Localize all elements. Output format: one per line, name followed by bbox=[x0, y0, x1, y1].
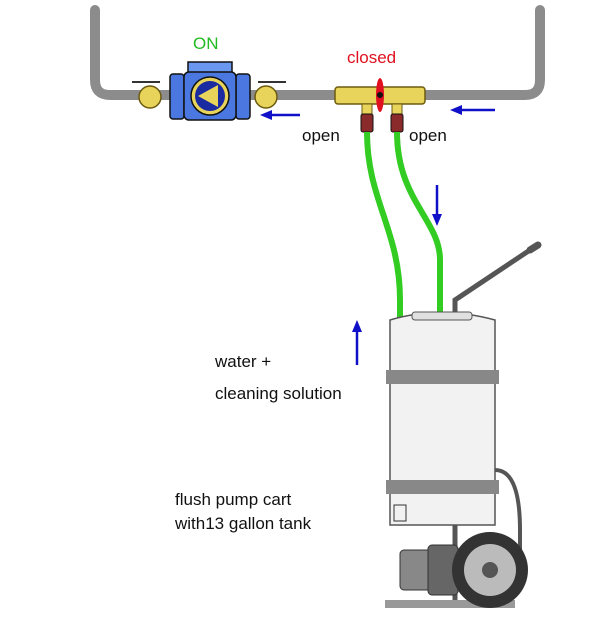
hose-left bbox=[364, 131, 403, 510]
cart-label-line1: flush pump cart bbox=[175, 490, 292, 509]
wheel-icon bbox=[452, 532, 528, 608]
pump-state-label: ON bbox=[193, 34, 219, 53]
motor-icon bbox=[399, 544, 459, 596]
cart-label-line2: with13 gallon tank bbox=[175, 514, 312, 533]
pump-icon bbox=[132, 61, 286, 121]
left-port-label: open bbox=[302, 126, 340, 145]
tank-cart-icon bbox=[385, 241, 542, 608]
valve-state-label: closed bbox=[347, 48, 397, 67]
right-port-label: open bbox=[409, 126, 447, 145]
hose-right bbox=[394, 131, 443, 315]
hose-content-line1: water + bbox=[215, 352, 272, 371]
hose-content-line2: cleaning solution bbox=[215, 384, 342, 403]
pipe bbox=[90, 5, 545, 100]
flow-arrow-icon bbox=[260, 105, 495, 365]
ball-valve-icon bbox=[334, 78, 426, 133]
